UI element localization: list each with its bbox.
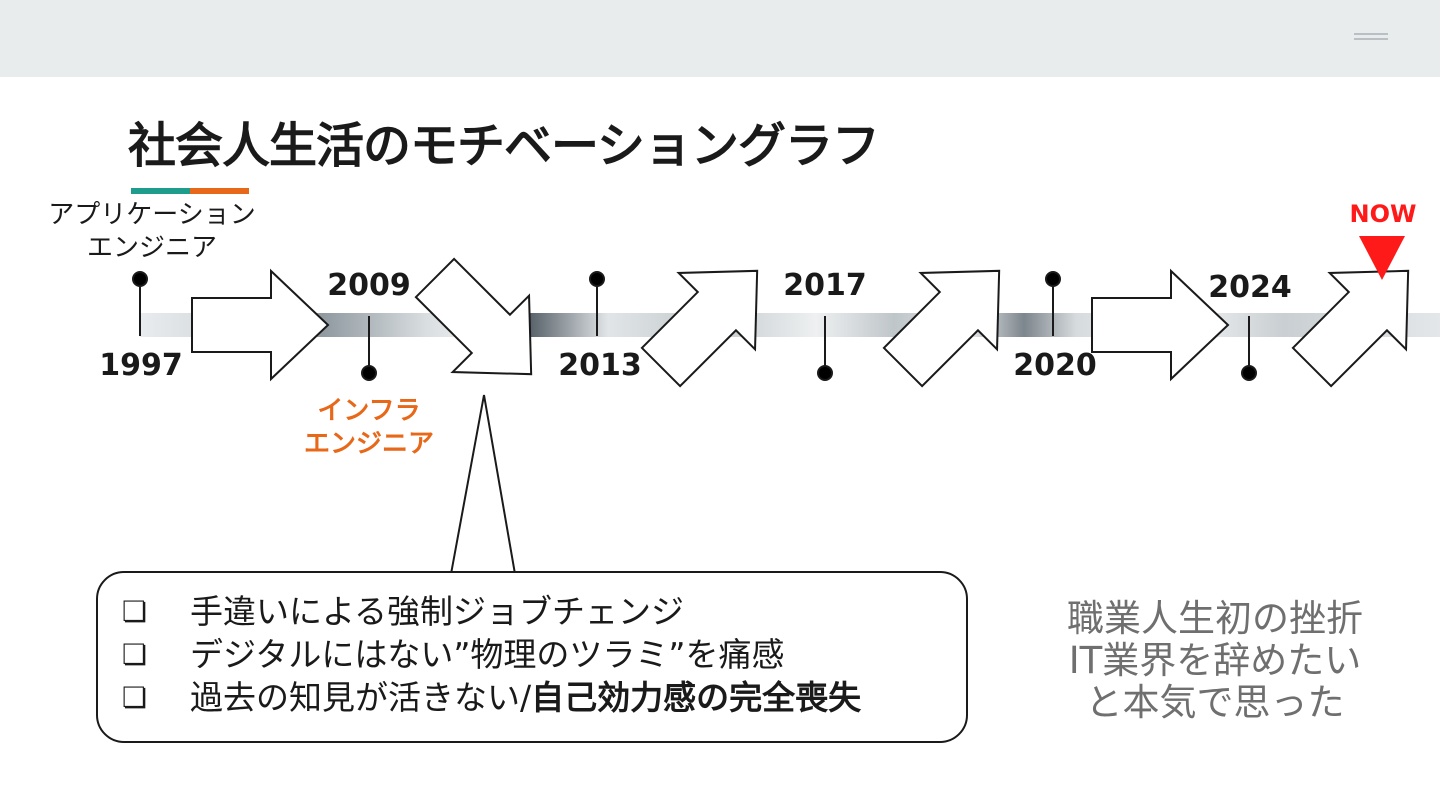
callout-list: ❏ 手違いによる強制ジョブチェンジ ❏ デジタルにはない”物理のツラミ”を痛感 ❏ 過… bbox=[122, 590, 861, 719]
callout-pointer bbox=[449, 394, 517, 575]
list-item: ❏ デジタルにはない”物理のツラミ”を痛感 bbox=[122, 633, 861, 676]
marker-2017 bbox=[817, 316, 833, 381]
list-item: ❏ 過去の知見が活きない/自己効力感の完全喪失 bbox=[122, 676, 861, 719]
year-label: 2009 bbox=[327, 268, 411, 303]
checkbox-bullet-icon: ❏ bbox=[122, 638, 148, 671]
year-label: 1997 bbox=[99, 348, 183, 383]
arrow-down-2 bbox=[414, 257, 533, 376]
arrow-up-3 bbox=[640, 269, 759, 388]
marker-2009 bbox=[361, 316, 377, 381]
now-label: NOW bbox=[1349, 200, 1417, 228]
side-note-line: と本気で思った bbox=[1085, 681, 1345, 724]
marker-1997 bbox=[132, 271, 148, 336]
role-line-1: アプリケーション bbox=[48, 200, 256, 230]
page-title: 社会人生活のモチベーショングラフ bbox=[128, 118, 880, 174]
header-bar bbox=[0, 0, 1440, 77]
now-marker-icon bbox=[1359, 236, 1405, 280]
side-note: 職業人生初の挫折 IT業界を辞めたい と本気で思った bbox=[1050, 598, 1380, 724]
role-line-2: エンジニア bbox=[86, 233, 217, 263]
list-item-strong: 自己効力感の完全喪失 bbox=[531, 678, 862, 717]
checkbox-bullet-icon: ❏ bbox=[122, 595, 148, 628]
role-line-1: インフラ bbox=[317, 396, 421, 426]
arrow-up-4 bbox=[882, 269, 1001, 388]
arrow-up-6 bbox=[1291, 269, 1410, 388]
year-label: 2020 bbox=[1013, 348, 1097, 383]
timeline-markers bbox=[132, 271, 1257, 381]
marker-2020 bbox=[1045, 271, 1061, 336]
side-note-line: IT業界を辞めたい bbox=[1068, 639, 1362, 682]
year-label: 2013 bbox=[558, 348, 642, 383]
hamburger-icon[interactable] bbox=[1354, 33, 1388, 45]
callout-box bbox=[96, 571, 968, 743]
role-line-2: エンジニア bbox=[303, 429, 434, 459]
role-infra-engineer: インフラ エンジニア bbox=[298, 395, 440, 461]
list-item-text: デジタルにはない”物理のツラミ”を痛感 bbox=[190, 635, 785, 674]
checkbox-bullet-icon: ❏ bbox=[122, 681, 148, 714]
year-label: 2024 bbox=[1208, 270, 1292, 305]
list-item-text: 手違いによる強制ジョブチェンジ bbox=[190, 592, 685, 631]
marker-2013 bbox=[589, 271, 605, 336]
side-note-line: 職業人生初の挫折 bbox=[1067, 597, 1363, 640]
arrow-flat-5 bbox=[1091, 268, 1230, 382]
underline-teal bbox=[131, 188, 190, 194]
role-application-engineer: アプリケーション エンジニア bbox=[40, 199, 264, 265]
underline-orange bbox=[190, 188, 249, 194]
title-underline bbox=[131, 188, 249, 194]
arrow-flat-1 bbox=[191, 268, 330, 382]
list-item: ❏ 手違いによる強制ジョブチェンジ bbox=[122, 590, 861, 633]
year-label: 2017 bbox=[783, 268, 867, 303]
marker-2024 bbox=[1241, 316, 1257, 381]
list-item-text: 過去の知見が活きない/ bbox=[190, 678, 532, 717]
